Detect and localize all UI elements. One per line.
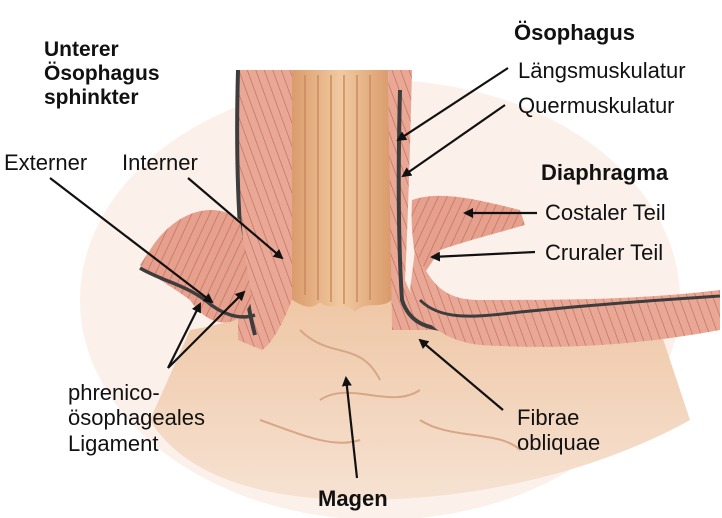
label-ligament: phrenico- ösophageales Ligament (68, 380, 205, 456)
label-laengsmuskulatur: Längsmuskulatur (518, 58, 686, 83)
les-heading-line1: Unterer (44, 38, 160, 62)
label-oesophagus: Ösophagus (514, 20, 635, 45)
label-interner: Interner (122, 150, 198, 175)
label-fibrae: Fibrae obliquae (517, 405, 600, 456)
label-ligament-line1: phrenico- (68, 380, 205, 405)
label-ligament-line2: ösophageales (68, 405, 205, 430)
label-fibrae-line2: obliquae (517, 430, 600, 455)
label-fibrae-line1: Fibrae (517, 405, 600, 430)
label-ligament-line3: Ligament (68, 431, 205, 456)
label-magen: Magen (318, 486, 388, 511)
les-heading: Unterer Ösophagus sphinkter (44, 38, 160, 110)
label-diaphragma: Diaphragma (541, 160, 668, 185)
label-quermuskulatur: Quermuskulatur (518, 93, 675, 118)
label-costaler-teil: Costaler Teil (545, 200, 666, 225)
les-heading-line3: sphinkter (44, 86, 160, 110)
label-cruraler-teil: Cruraler Teil (545, 240, 663, 265)
label-externer: Externer (4, 150, 87, 175)
les-heading-line2: Ösophagus (44, 62, 160, 86)
